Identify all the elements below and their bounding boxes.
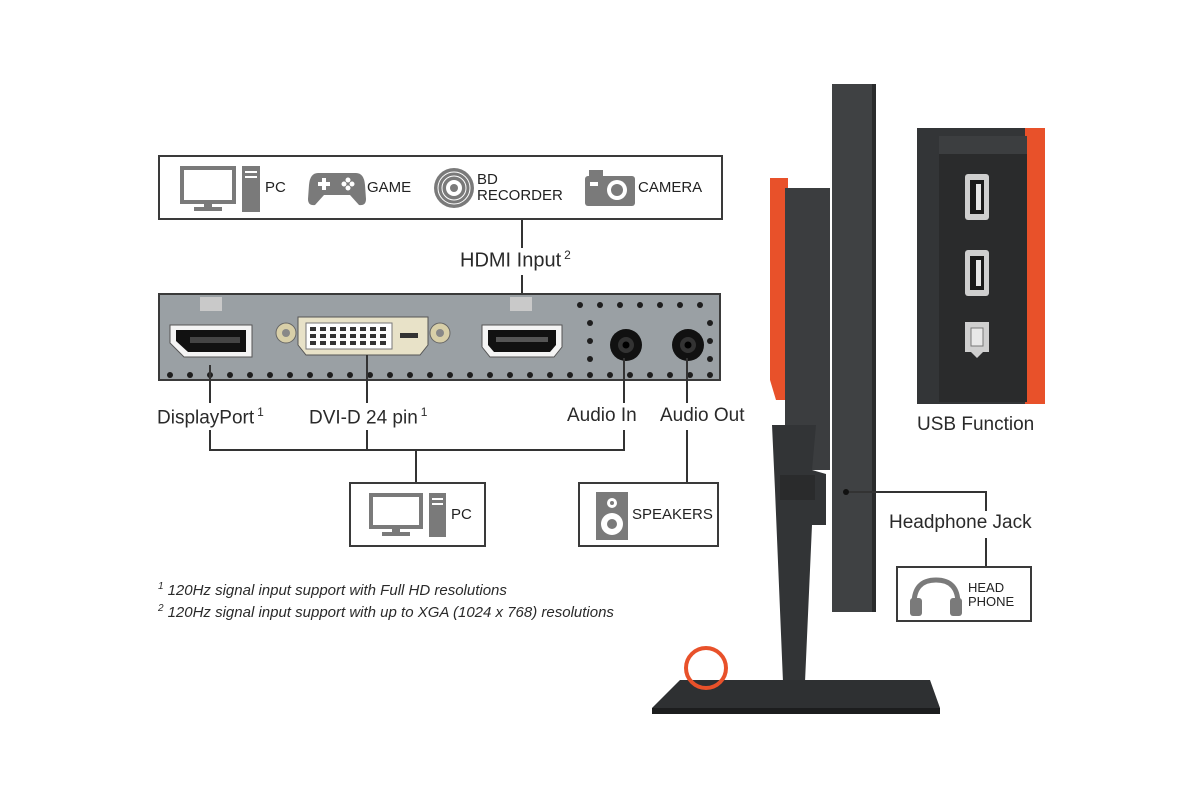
speakers-box: SPEAKERS	[578, 482, 719, 547]
dvi-drop-line	[366, 430, 368, 450]
panel-graphic	[167, 297, 713, 378]
audio-in-leader	[623, 358, 625, 403]
rear-port-panel	[158, 293, 721, 381]
dp-drop-line	[209, 430, 211, 450]
dvi-leader	[366, 355, 368, 403]
audio-in-label: Audio In	[567, 405, 637, 426]
pc-bracket-line	[209, 449, 625, 451]
game-label: GAME	[367, 179, 412, 196]
gamepad-icon	[308, 173, 366, 206]
headphone-leader-vertical-bottom	[985, 538, 987, 566]
source-devices-box: PC GAME BD RECORDER CAMERA	[158, 155, 723, 220]
headphone-jack-label: Headphone Jack	[889, 512, 1032, 533]
hdmi-connector-line-bottom	[521, 275, 523, 297]
pc-box: PC	[349, 482, 486, 547]
pc-connector-line	[415, 449, 417, 482]
speaker-connector-line	[686, 430, 688, 482]
camera-label: CAMERA	[638, 179, 703, 196]
displayport-leader	[209, 365, 211, 403]
monitor-side-view	[652, 84, 940, 714]
bd-recorder-label: BD RECORDER	[477, 171, 563, 204]
speakers-label: SPEAKERS	[632, 506, 713, 523]
camera-icon	[585, 170, 635, 206]
headphone-box: HEAD PHONE	[896, 566, 1032, 622]
disc-icon	[434, 168, 474, 208]
headphone-leader-vertical-top	[985, 491, 987, 511]
headphone-leader-horizontal	[849, 491, 987, 493]
usb-function-label: USB Function	[917, 414, 1035, 435]
pc-icon	[180, 166, 260, 212]
audio-out-leader	[686, 358, 688, 403]
usb-ports-inset	[917, 128, 1045, 404]
pc-icon	[369, 493, 446, 537]
pc-box-label: PC	[451, 506, 472, 523]
pc-label: PC	[265, 179, 286, 196]
hdmi-connector-line-top	[521, 220, 523, 248]
audio-out-label: Audio Out	[660, 405, 745, 426]
speaker-icon	[596, 492, 628, 540]
audio-in-drop-line	[623, 430, 625, 450]
headphone-box-label: HEAD PHONE	[968, 580, 1015, 609]
headphone-icon	[910, 577, 962, 616]
